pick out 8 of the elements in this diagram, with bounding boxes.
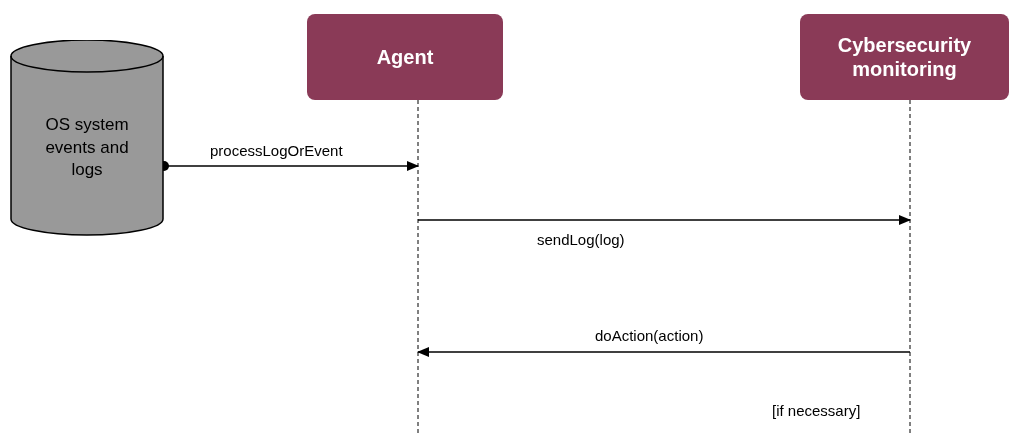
node-label: Cybersecurity monitoring bbox=[836, 33, 973, 81]
edge-label: sendLog(log) bbox=[535, 231, 627, 248]
edge-label: doAction(action) bbox=[593, 327, 706, 344]
node-label: OS system events and logs bbox=[44, 113, 130, 182]
guard-condition: [if necessary] bbox=[770, 402, 863, 419]
node-label: Agent bbox=[376, 45, 434, 69]
message-arrow bbox=[417, 215, 911, 225]
message-arrow bbox=[417, 347, 911, 357]
